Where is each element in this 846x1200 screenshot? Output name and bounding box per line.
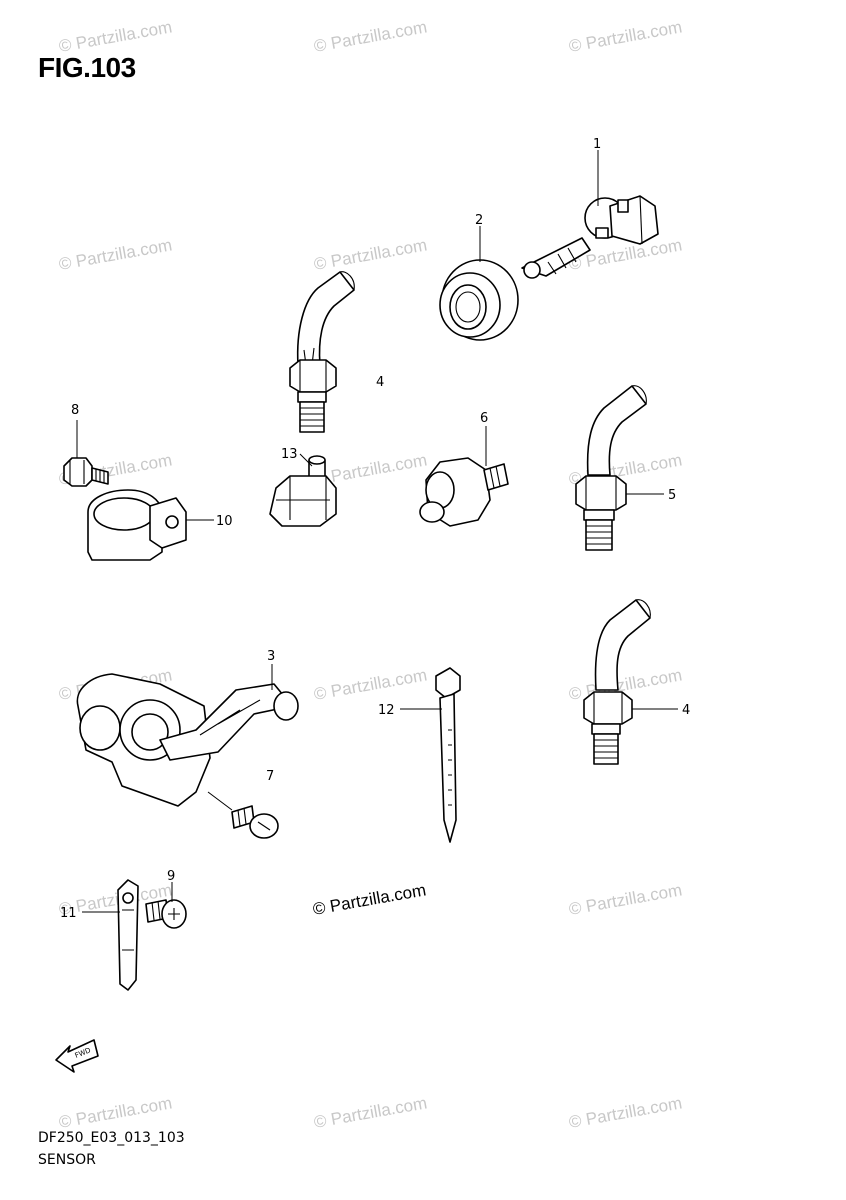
part-12-cable-tie: [435, 667, 461, 843]
watermark: © Partzilla.com: [567, 880, 683, 919]
fwd-arrow-icon: FWD: [55, 1039, 99, 1073]
part-5-sensor: [575, 385, 647, 551]
part-4-sensor-upper: [289, 271, 355, 433]
watermark: © Partzilla.com: [57, 17, 173, 56]
callout-3: 3: [267, 649, 275, 664]
callout-5: 5: [668, 488, 676, 503]
figure-code: DF250_E03_013_103: [38, 1130, 185, 1146]
callout-9: 9: [167, 869, 175, 884]
leader-line: [299, 453, 313, 467]
leader-line: [207, 791, 233, 811]
part-13-clip: [269, 455, 337, 527]
callout-13: 13: [281, 447, 298, 462]
watermark: © Partzilla.com: [312, 665, 428, 704]
part-9-screw: [145, 899, 187, 929]
watermark: © Partzilla.com: [312, 235, 428, 274]
part-2-grommet: [439, 259, 519, 341]
callout-4-lower: 4: [682, 703, 690, 718]
callout-6: 6: [480, 411, 488, 426]
callout-12: 12: [378, 703, 395, 718]
figure-name: SENSOR: [38, 1152, 96, 1168]
watermark: © Partzilla.com: [312, 1093, 428, 1132]
part-6-knock-sensor: [419, 457, 509, 527]
part-3-sensor-assembly: [76, 673, 299, 807]
watermark-group: © Partzilla.com © Partzilla.com © Partzi…: [57, 17, 683, 1132]
part-11-strap: [117, 879, 139, 991]
callout-2: 2: [475, 213, 483, 228]
callout-4-upper: 4: [376, 375, 384, 390]
watermark: © Partzilla.com: [567, 1093, 683, 1132]
part-10-clamp: [87, 489, 187, 561]
callout-1: 1: [593, 137, 601, 152]
part-1-sensor: [521, 195, 659, 279]
watermark: © Partzilla.com: [312, 17, 428, 56]
part-4-sensor-lower: [583, 599, 651, 765]
watermark: © Partzilla.com: [57, 1093, 173, 1132]
callout-11: 11: [60, 906, 77, 921]
figure-title: FIG.103: [38, 52, 136, 83]
callout-7: 7: [266, 769, 274, 784]
part-7-screw: [231, 805, 279, 839]
callout-8: 8: [71, 403, 79, 418]
watermark: © Partzilla.com: [567, 17, 683, 56]
watermark-center: © Partzilla.com: [311, 880, 427, 919]
callout-10: 10: [216, 514, 233, 529]
watermark: © Partzilla.com: [57, 235, 173, 274]
